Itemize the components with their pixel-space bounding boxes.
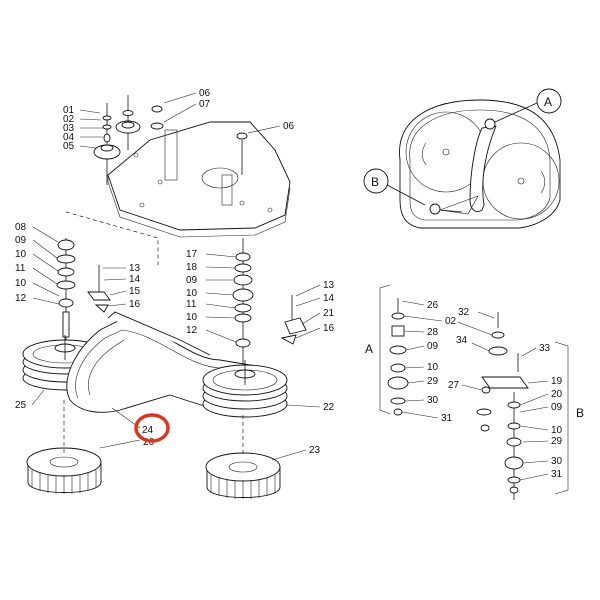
callout-10d: 10 [186,312,198,323]
callout-27: 27 [448,380,460,391]
callout-11b: 11 [186,299,197,310]
callout-05: 05 [63,141,75,152]
callout-10c: 10 [186,288,198,299]
upper-left-hardware [93,95,248,185]
right-shaft-stack [232,238,254,380]
group-b-label: B [576,406,584,420]
callout-12: 12 [15,293,27,304]
callout-02: 02 [63,114,75,125]
callout-13b: 13 [323,280,335,291]
callout-09b: 09 [186,275,198,286]
callout-20: 20 [551,389,563,400]
callout-07: 07 [199,99,211,110]
callout-06: 06 [199,88,211,99]
left-bracket [87,265,111,313]
callout-33: 33 [539,343,551,354]
callout-32: 32 [458,307,470,318]
callout-26b: 26 [427,300,439,311]
callout-25: 25 [15,400,27,411]
callout-31b: 31 [551,469,563,480]
top-view-inset [363,88,562,229]
callout-34: 34 [456,335,468,346]
callout-09c: 09 [427,341,439,352]
callout-13: 13 [129,263,141,274]
callout-10e: 10 [427,362,439,373]
assembly-dashed-lines [63,211,244,455]
callout-29b: 29 [551,436,563,447]
callout-09: 09 [15,235,27,246]
callout-08: 08 [15,222,27,233]
callout-29: 29 [427,376,439,387]
callout-11: 11 [15,263,26,274]
callout-24: 24 [142,425,154,436]
callout-16b: 16 [323,323,335,334]
callout-31: 31 [441,413,453,424]
callout-17: 17 [186,249,198,260]
callout-02b: 02 [445,316,457,327]
detail-b-label: B [371,175,379,189]
callout-12b: 12 [186,325,198,336]
detail-a-label: A [544,95,552,109]
callout-10: 10 [15,249,27,260]
group-a-label: A [365,342,373,356]
callout-10f: 10 [551,425,563,436]
left-shaft-stack [56,238,76,340]
callout-30b: 30 [551,456,563,467]
callout-01: 01 [63,105,75,116]
callout-09d: 09 [551,402,563,413]
left-brush [26,447,102,494]
right-brush [205,452,281,499]
callout-14: 14 [129,274,141,285]
callout-14b: 14 [323,293,335,304]
callout-28: 28 [427,327,439,338]
right-pulley [202,360,288,418]
callout-03: 03 [63,123,75,134]
callout-15: 15 [129,286,141,297]
callout-21: 21 [323,308,335,319]
callout-22: 22 [323,402,335,413]
top-plate [107,121,291,238]
callout-10b: 10 [15,278,27,289]
callout-16: 16 [129,299,141,310]
highlight-circle [134,413,170,443]
callout-30: 30 [427,395,439,406]
group-a-parts [379,284,409,416]
right-bracket [280,295,307,345]
callout-18: 18 [186,262,198,273]
callout-19: 19 [551,376,563,387]
callout-06b: 06 [283,121,295,132]
callout-04: 04 [63,132,75,143]
callout-23: 23 [309,445,321,456]
